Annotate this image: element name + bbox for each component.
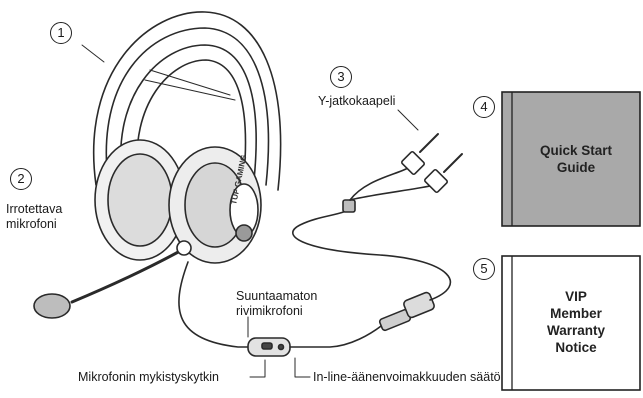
detachable-mic-label: Irrotettava mikrofoni xyxy=(6,202,62,232)
detachable-mic-label-line-2: mikrofoni xyxy=(6,217,62,232)
vip-notice-line-2: Member xyxy=(512,305,640,322)
inline-mic-label-line-2: rivimikrofoni xyxy=(236,304,317,319)
inline-mic-label: Suuntaamaton rivimikrofoni xyxy=(236,289,317,319)
volume-control-label: In-line-äänenvoimakkuuden säätö xyxy=(313,370,501,385)
callout-3: 3 xyxy=(330,66,352,88)
quick-start-guide-line-2: Guide xyxy=(512,159,640,176)
vip-notice-line-4: Notice xyxy=(512,339,640,356)
detachable-mic-label-line-1: Irrotettava xyxy=(6,202,62,217)
quick-start-guide-line-1: Quick Start xyxy=(512,142,640,159)
quick-start-guide-title: Quick Start Guide xyxy=(512,142,640,176)
callout-1: 1 xyxy=(50,22,72,44)
y-cable-label: Y-jatkokaapeli xyxy=(318,94,395,109)
vip-notice-line-3: Warranty xyxy=(512,322,640,339)
vip-notice-title: VIP Member Warranty Notice xyxy=(512,288,640,356)
inline-mic-label-line-1: Suuntaamaton xyxy=(236,289,317,304)
callout-2: 2 xyxy=(10,168,32,190)
y-cable xyxy=(293,208,451,300)
mute-switch-label: Mikrofonin mykistyskytkin xyxy=(78,370,219,385)
vip-notice-line-1: VIP xyxy=(512,288,640,305)
callout-5: 5 xyxy=(473,258,495,280)
callout-4: 4 xyxy=(473,96,495,118)
